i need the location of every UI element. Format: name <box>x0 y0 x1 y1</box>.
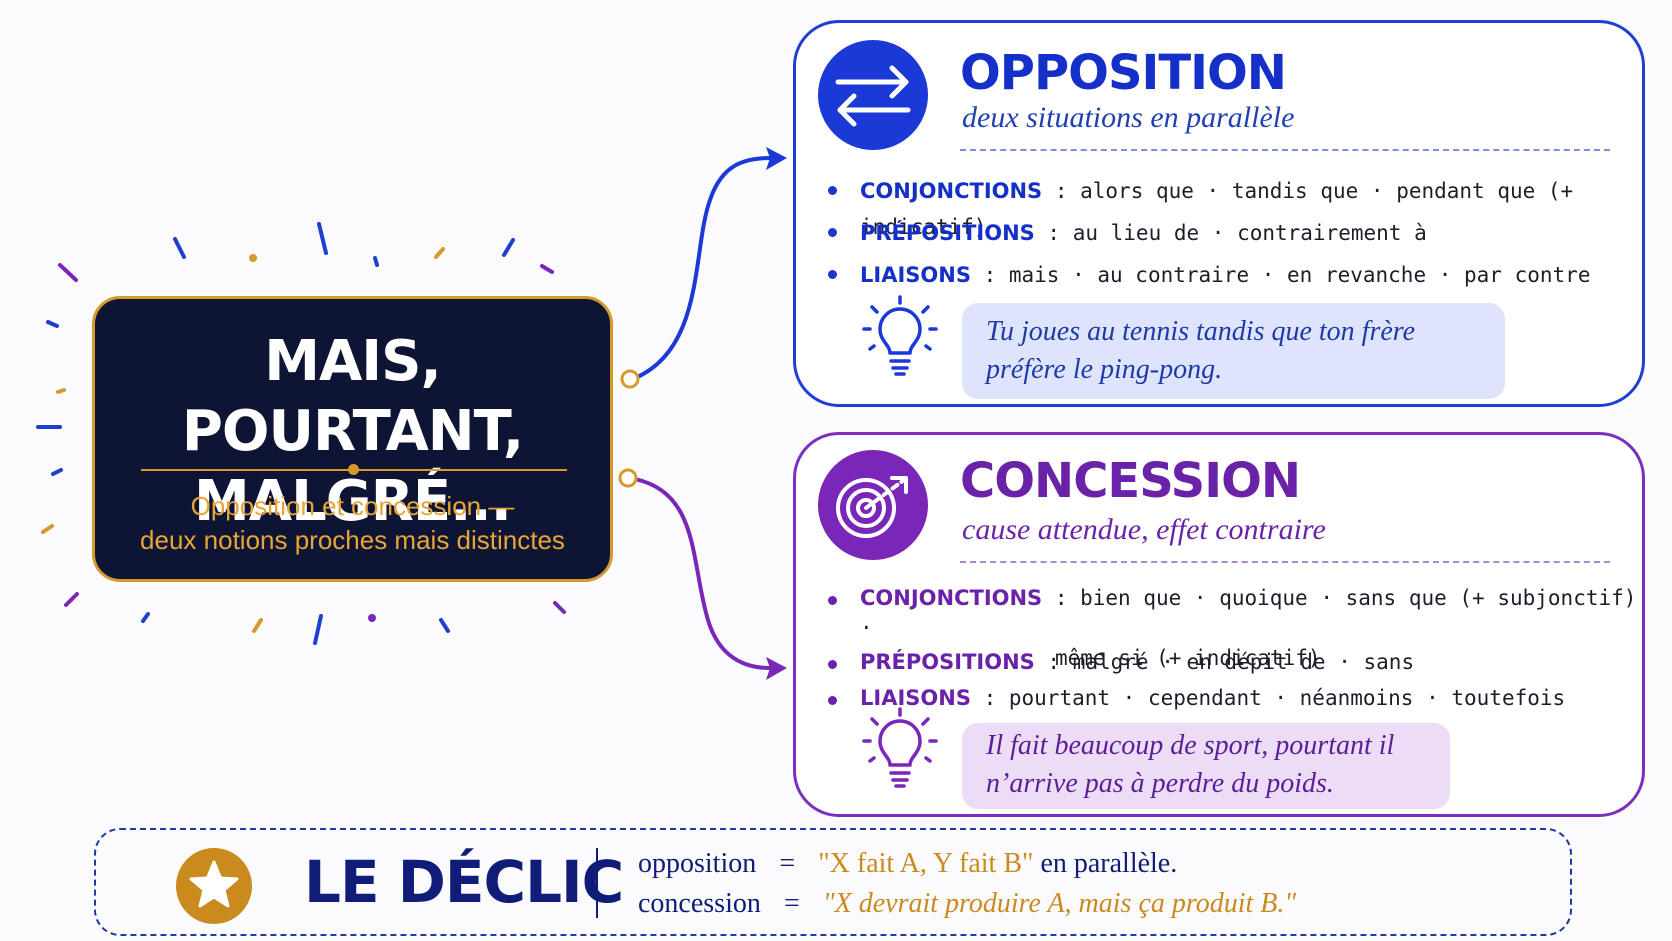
example-line2: préfère le ping-pong. <box>986 354 1223 385</box>
definition-opposition: opposition = "X fait A, Y fait B" en par… <box>638 844 1296 884</box>
main-title-line2: MALGRÉ... <box>194 469 512 534</box>
row-text-continued: même si (+ indicatif) <box>1055 646 1321 670</box>
row-label: LIAISONS <box>860 686 971 710</box>
main-card: MAIS, POURTANT, MALGRÉ... Opposition et … <box>92 296 613 582</box>
concession-list: CONJONCTIONS : bien que · quoique · sans… <box>828 583 1638 719</box>
main-title: MAIS, POURTANT, MALGRÉ... <box>95 327 610 537</box>
burst-decoration <box>36 222 566 645</box>
definition-tail: en parallèle. <box>1033 848 1178 879</box>
row-text: malgré · en dépit de · sans <box>1072 650 1415 674</box>
opposition-subtitle: deux situations en parallèle <box>962 101 1295 134</box>
node-concession <box>618 468 638 488</box>
arrowhead-concession <box>766 657 787 680</box>
main-subtitle: Opposition et concession — deux notions … <box>95 489 610 557</box>
example-line1: Il fait beaucoup de sport, pourtant il <box>986 730 1395 761</box>
row-text: alors que · tandis que · pendant que (+ … <box>860 179 1574 239</box>
list-item: CONJONCTIONS : bien que · quoique · sans… <box>828 583 1638 670</box>
arrowhead-opposition <box>766 147 787 170</box>
main-subtitle-line1: Opposition et concession — <box>190 491 515 521</box>
row-separator: : <box>1042 586 1081 610</box>
star-icon <box>176 848 252 924</box>
node-opposition <box>620 369 640 389</box>
bullet <box>828 660 837 669</box>
definition-term: opposition <box>638 848 757 879</box>
concession-panel: CONCESSION cause attendue, effet contrai… <box>793 432 1645 817</box>
bullet <box>828 696 837 705</box>
list-item: LIAISONS : pourtant · cependant · néanmo… <box>828 683 1638 719</box>
list-item: CONJONCTIONS : alors que · tandis que · … <box>828 173 1638 239</box>
main-title-line1: MAIS, POURTANT, <box>181 329 524 464</box>
row-label: PRÉPOSITIONS <box>860 221 1035 245</box>
row-text: au lieu de · contrairement à <box>1072 221 1427 245</box>
list-item: LIAISONS : mais · au contraire · en reva… <box>828 257 1638 299</box>
lightbulb-icon <box>860 707 940 797</box>
bullet <box>828 596 837 605</box>
row-text: pourtant · cependant · néanmoins · toute… <box>1008 686 1566 710</box>
row-label: LIAISONS <box>860 263 971 287</box>
concession-example: Il fait beaucoup de sport, pourtant il n… <box>962 723 1450 809</box>
declic-title: LE DÉCLIC <box>304 848 624 916</box>
example-line2: n’arrive pas à perdre du poids. <box>986 768 1334 799</box>
row-separator: : <box>1034 221 1073 245</box>
declic-definitions: opposition = "X fait A, Y fait B" en par… <box>638 844 1296 924</box>
opposition-example: Tu joues au tennis tandis que ton frère … <box>962 303 1505 399</box>
definition-concession: concession = "X devrait produire A, mais… <box>638 884 1296 924</box>
definition-quote: "X fait A, Y fait B" <box>818 848 1034 879</box>
row-separator: : <box>970 686 1009 710</box>
bullet <box>828 186 837 195</box>
opposition-title: OPPOSITION <box>960 45 1287 101</box>
example-line1: Tu joues au tennis tandis que ton frère <box>986 316 1416 347</box>
list-item: PRÉPOSITIONS : malgré · en dépit de · sa… <box>828 647 1638 683</box>
opposition-list: CONJONCTIONS : alors que · tandis que · … <box>828 173 1638 299</box>
equals-sign: = <box>779 848 796 879</box>
bullet <box>828 228 837 237</box>
row-label: CONJONCTIONS <box>860 586 1043 610</box>
swap-arrows-icon <box>818 40 928 150</box>
definition-quote: "X devrait produire A, mais ça produit B… <box>822 888 1297 919</box>
row-separator: : <box>970 263 1009 287</box>
opposition-divider <box>960 149 1610 151</box>
concession-title: CONCESSION <box>960 453 1301 509</box>
main-divider-dot <box>348 464 359 475</box>
declic-box: LE DÉCLIC opposition = "X fait A, Y fait… <box>94 828 1572 936</box>
row-label: PRÉPOSITIONS <box>860 650 1035 674</box>
row-label: CONJONCTIONS <box>860 179 1043 203</box>
concession-divider <box>960 561 1610 563</box>
row-text: bien que · quoique · sans que (+ subjonc… <box>860 586 1637 640</box>
equals-sign: = <box>783 888 800 919</box>
connector-concession <box>629 476 771 670</box>
row-separator: : <box>1034 650 1073 674</box>
definition-term: concession <box>638 888 761 919</box>
list-item: PRÉPOSITIONS : au lieu de · contrairemen… <box>828 215 1638 257</box>
target-arrow-icon <box>818 450 928 560</box>
row-separator: : <box>1042 179 1081 203</box>
declic-divider <box>596 848 598 918</box>
bullet <box>828 270 837 279</box>
row-text: mais · au contraire · en revanche · par … <box>1008 263 1591 287</box>
main-subtitle-line2: deux notions proches mais distinctes <box>140 525 565 555</box>
lightbulb-icon <box>860 295 940 385</box>
opposition-panel: OPPOSITION deux situations en parallèle … <box>793 20 1645 407</box>
concession-subtitle: cause attendue, effet contraire <box>962 513 1326 546</box>
connector-opposition <box>632 156 771 381</box>
